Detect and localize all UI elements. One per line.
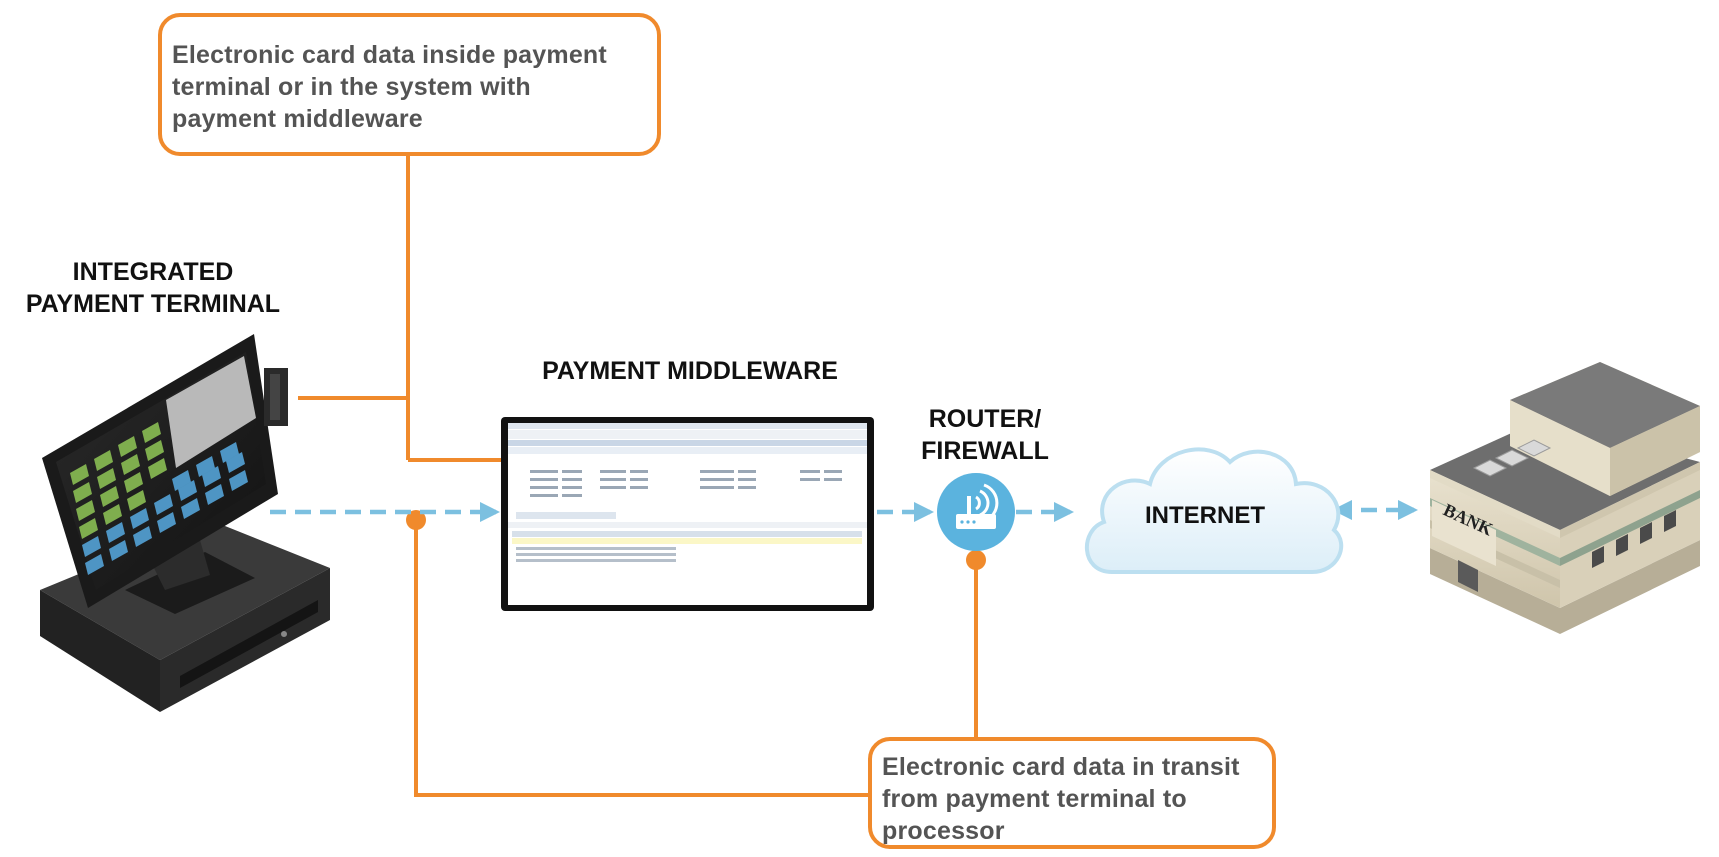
connector-dot-link [406, 510, 426, 530]
terminal-label-line-1: INTEGRATED [72, 258, 234, 286]
pos-terminal-icon [40, 334, 330, 712]
connector-top-to-terminal [298, 156, 410, 400]
middleware-label: PAYMENT MIDDLEWARE [542, 357, 838, 385]
bank-building-icon [1430, 362, 1700, 634]
middleware-screen-icon [501, 417, 874, 611]
callout-card-data-in-transit: Electronic card data in transit from pay… [868, 737, 1276, 849]
connector-bottom-to-link [414, 520, 868, 797]
terminal-label: INTEGRATED PAYMENT TERMINAL [0, 256, 306, 320]
cloud-icon [1085, 447, 1344, 574]
terminal-label-line-2: PAYMENT TERMINAL [25, 290, 281, 318]
callout-top-line-1: Electronic card data inside payment [172, 41, 607, 69]
callout-top-line-2: terminal or in the system with [172, 73, 531, 101]
connector-dot-router [966, 550, 986, 570]
data-flow-arrows [270, 499, 1419, 523]
wifi-router-icon [937, 473, 1015, 551]
router-label-line-2: FIREWALL [921, 437, 1049, 465]
callout-bottom-line-2: from payment terminal to [882, 785, 1187, 813]
internet-label: INTERNET [1145, 502, 1265, 529]
callout-top-line-3: payment middleware [172, 105, 423, 133]
callout-connectors [298, 156, 978, 797]
callout-bottom-line-1: Electronic card data in transit [882, 753, 1240, 781]
router-label-line-1: ROUTER/ [928, 405, 1042, 433]
callout-card-data-at-rest: Electronic card data inside payment term… [158, 13, 661, 156]
router-label: ROUTER/ FIREWALL [905, 403, 1065, 467]
callout-bottom-line-3: processor [882, 817, 1005, 845]
